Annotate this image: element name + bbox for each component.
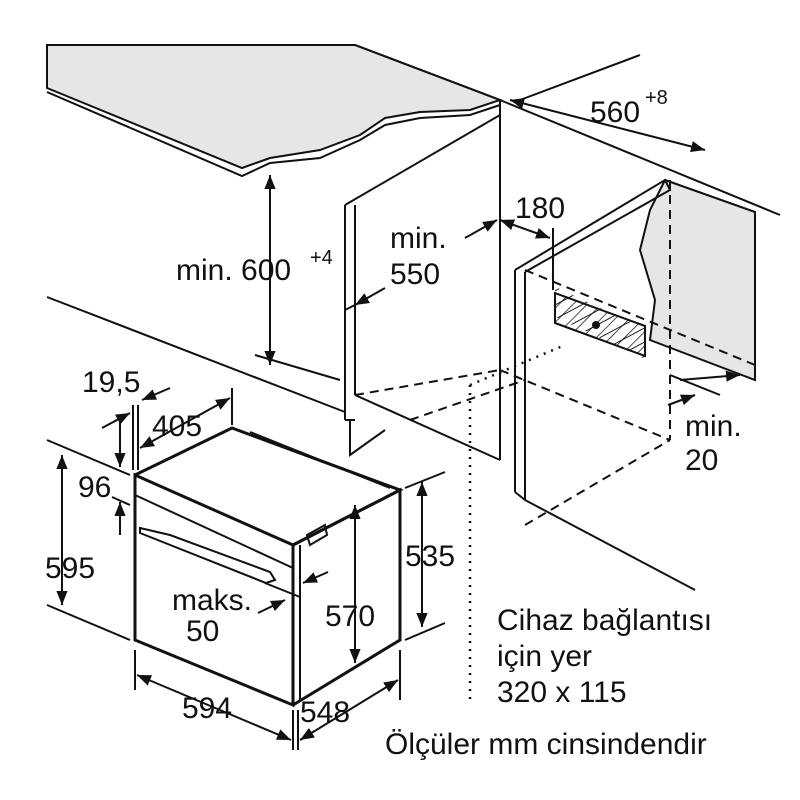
oven xyxy=(133,426,404,708)
oven-height-label: 595 xyxy=(45,552,95,585)
units-note: Ölçüler mm cinsindendir xyxy=(385,728,707,761)
niche-width-label: 560 xyxy=(590,96,640,129)
min-depth-prefix: min. xyxy=(390,222,447,255)
min-height-label: min. 600 xyxy=(176,254,291,287)
dimension-lines xyxy=(46,98,741,750)
countertop xyxy=(46,44,503,178)
panel-height-label: 96 xyxy=(78,471,111,504)
side-panel xyxy=(354,178,756,700)
connection-note-line2: için yer xyxy=(497,640,592,673)
vent-depth-label: 180 xyxy=(515,192,565,225)
connection-size: 320 x 115 xyxy=(497,676,627,709)
body-height-label: 535 xyxy=(405,540,455,573)
inner-height-label: 570 xyxy=(325,600,375,633)
oven-width-label: 594 xyxy=(182,692,232,725)
max-prefix: maks. xyxy=(172,584,252,617)
max-value: 50 xyxy=(186,615,219,648)
rear-gap-label: 20 xyxy=(685,444,718,477)
connection-note-line1: Cihaz bağlantısı xyxy=(497,604,712,637)
cabinet xyxy=(46,54,781,461)
connection-area xyxy=(554,291,646,358)
top-depth-label: 405 xyxy=(152,410,202,443)
min-depth-label: 550 xyxy=(390,258,440,291)
front-offset-label: 19,5 xyxy=(82,366,140,399)
niche-width-tolerance: +8 xyxy=(645,87,668,109)
oven-depth-label: 548 xyxy=(300,696,350,729)
min-height-tolerance: +4 xyxy=(310,247,333,269)
rear-gap-prefix: min. xyxy=(685,410,742,443)
